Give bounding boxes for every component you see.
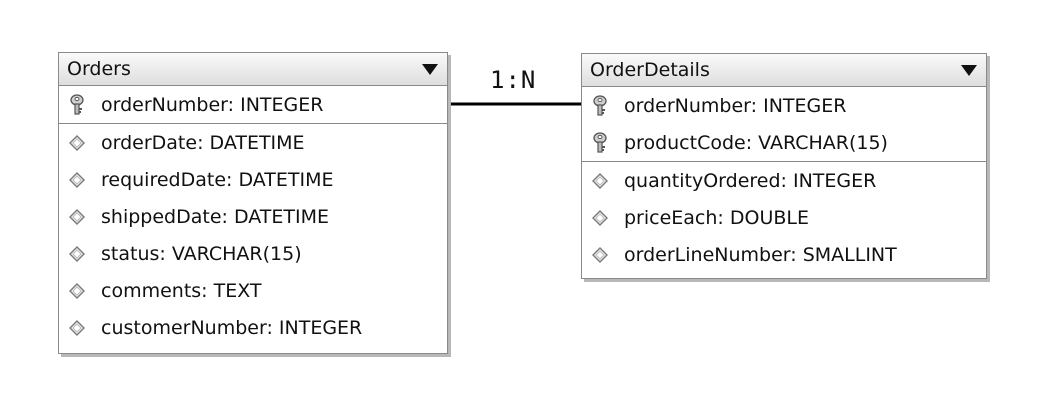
field-label: orderNumber: INTEGER [624,94,847,117]
key-icon [590,131,610,154]
field-label: comments: TEXT [101,279,262,302]
orders-table-header[interactable]: Orders [59,53,447,86]
diamond-icon [590,207,610,229]
diamond-icon [67,280,87,302]
diamond-icon [67,132,87,154]
orderdetails-key-row[interactable]: productCode: VARCHAR(15) [582,124,986,161]
diamond-icon [590,244,610,266]
orderdetails-table-title: OrderDetails [590,59,710,81]
diamond-icon [67,317,87,339]
orders-key-row[interactable]: orderNumber: INTEGER [59,86,447,123]
collapse-arrow-icon[interactable] [422,64,438,75]
orderdetails-key-row[interactable]: orderNumber: INTEGER [582,87,986,124]
field-label: customerNumber: INTEGER [101,316,363,339]
orders-field-row[interactable]: shippedDate: DATETIME [59,198,447,235]
orderdetails-field-row[interactable]: orderLineNumber: SMALLINT [582,236,986,273]
orders-table[interactable]: Orders orderNumber: INTEGER orderDate: D… [58,52,448,354]
orders-field-row[interactable]: status: VARCHAR(15) [59,235,447,272]
orders-field-row[interactable]: orderDate: DATETIME [59,124,447,161]
orders-field-row[interactable]: customerNumber: INTEGER [59,309,447,346]
orderdetails-table[interactable]: OrderDetails orderNumber: INTEGER produc… [581,53,987,279]
orders-field-section: orderDate: DATETIME requiredDate: DATETI… [59,124,447,346]
orderdetails-key-section: orderNumber: INTEGER productCode: VARCHA… [582,87,986,162]
key-icon [67,93,87,116]
field-label: requiredDate: DATETIME [101,168,334,191]
field-label: productCode: VARCHAR(15) [624,131,888,154]
diamond-icon [67,169,87,191]
field-label: orderNumber: INTEGER [101,93,324,116]
field-label: orderLineNumber: SMALLINT [624,243,897,266]
field-label: priceEach: DOUBLE [624,206,809,229]
field-label: orderDate: DATETIME [101,131,305,154]
diamond-icon [590,170,610,192]
orders-key-section: orderNumber: INTEGER [59,86,447,124]
orderdetails-field-section: quantityOrdered: INTEGER priceEach: DOUB… [582,162,986,273]
orders-table-title: Orders [67,58,131,80]
orderdetails-field-row[interactable]: quantityOrdered: INTEGER [582,162,986,199]
field-label: shippedDate: DATETIME [101,205,329,228]
field-label: status: VARCHAR(15) [101,242,302,265]
collapse-arrow-icon[interactable] [961,65,977,76]
orders-field-row[interactable]: requiredDate: DATETIME [59,161,447,198]
key-icon [590,94,610,117]
orderdetails-field-row[interactable]: priceEach: DOUBLE [582,199,986,236]
orders-field-row[interactable]: comments: TEXT [59,272,447,309]
relationship-label: 1:N [490,66,537,94]
orderdetails-table-header[interactable]: OrderDetails [582,54,986,87]
diamond-icon [67,243,87,265]
diamond-icon [67,206,87,228]
field-label: quantityOrdered: INTEGER [624,169,877,192]
